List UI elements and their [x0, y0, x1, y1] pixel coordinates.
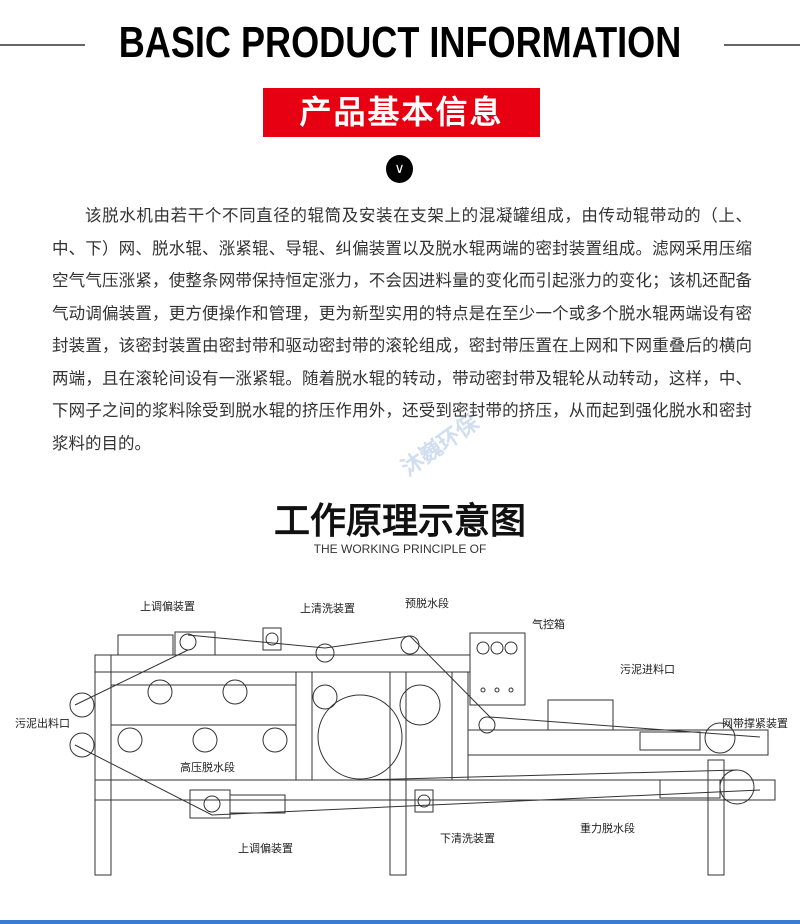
label-sludge-outlet: 污泥出料口 — [15, 716, 70, 730]
product-description: 该脱水机由若干个不同直径的辊筒及安装在支架上的混凝罐组成，由传动辊带动的（上、中… — [52, 206, 752, 453]
lower-belt — [74, 744, 761, 816]
title-english: BASIC PRODUCT INFORMATION — [118, 18, 682, 67]
press-frame — [110, 684, 297, 726]
frame-leg — [707, 759, 725, 876]
label-upper-correction: 上调偏装置 — [140, 599, 195, 613]
bottom-bar — [0, 920, 800, 924]
frame-post — [451, 671, 469, 781]
label-gravity: 重力脱水段 — [580, 821, 635, 835]
working-principle-diagram: 上调偏装置 上清洗装置 预脱水段 气控箱 污泥进料口 污泥出料口 高压脱水段 网… — [15, 596, 788, 876]
title-chinese-badge: 产品基本信息 — [263, 88, 540, 137]
label-upper-wash: 上清洗装置 — [300, 602, 355, 615]
label-sludge-inlet: 污泥进料口 — [620, 662, 675, 676]
frame-post — [295, 671, 313, 781]
frame-bottom-beam — [94, 779, 776, 801]
divider-right — [724, 44, 800, 46]
frame-leg — [94, 654, 112, 876]
upper-belt — [187, 634, 761, 738]
label-air-box: 气控箱 — [532, 617, 565, 631]
dewatering-rollers — [69, 679, 755, 805]
chevron-down-icon: ∨ — [386, 155, 413, 183]
label-belt-tension: 网带撑紧装置 — [722, 716, 788, 730]
section-subtitle: THE WORKING PRINCIPLE OF — [313, 542, 487, 556]
label-pre-dewater: 预脱水段 — [405, 596, 449, 610]
frame-leg — [389, 671, 407, 876]
frame-top-beam — [94, 654, 471, 673]
gravity-frame — [467, 729, 769, 756]
air-control-box — [469, 632, 526, 706]
label-lower-wash: 下清洗装置 — [440, 832, 495, 845]
label-lower-correction: 上调偏装置 — [238, 841, 293, 855]
divider-left — [0, 44, 85, 46]
section-title: 工作原理示意图 — [273, 501, 526, 542]
label-high-pressure: 高压脱水段 — [180, 760, 235, 774]
